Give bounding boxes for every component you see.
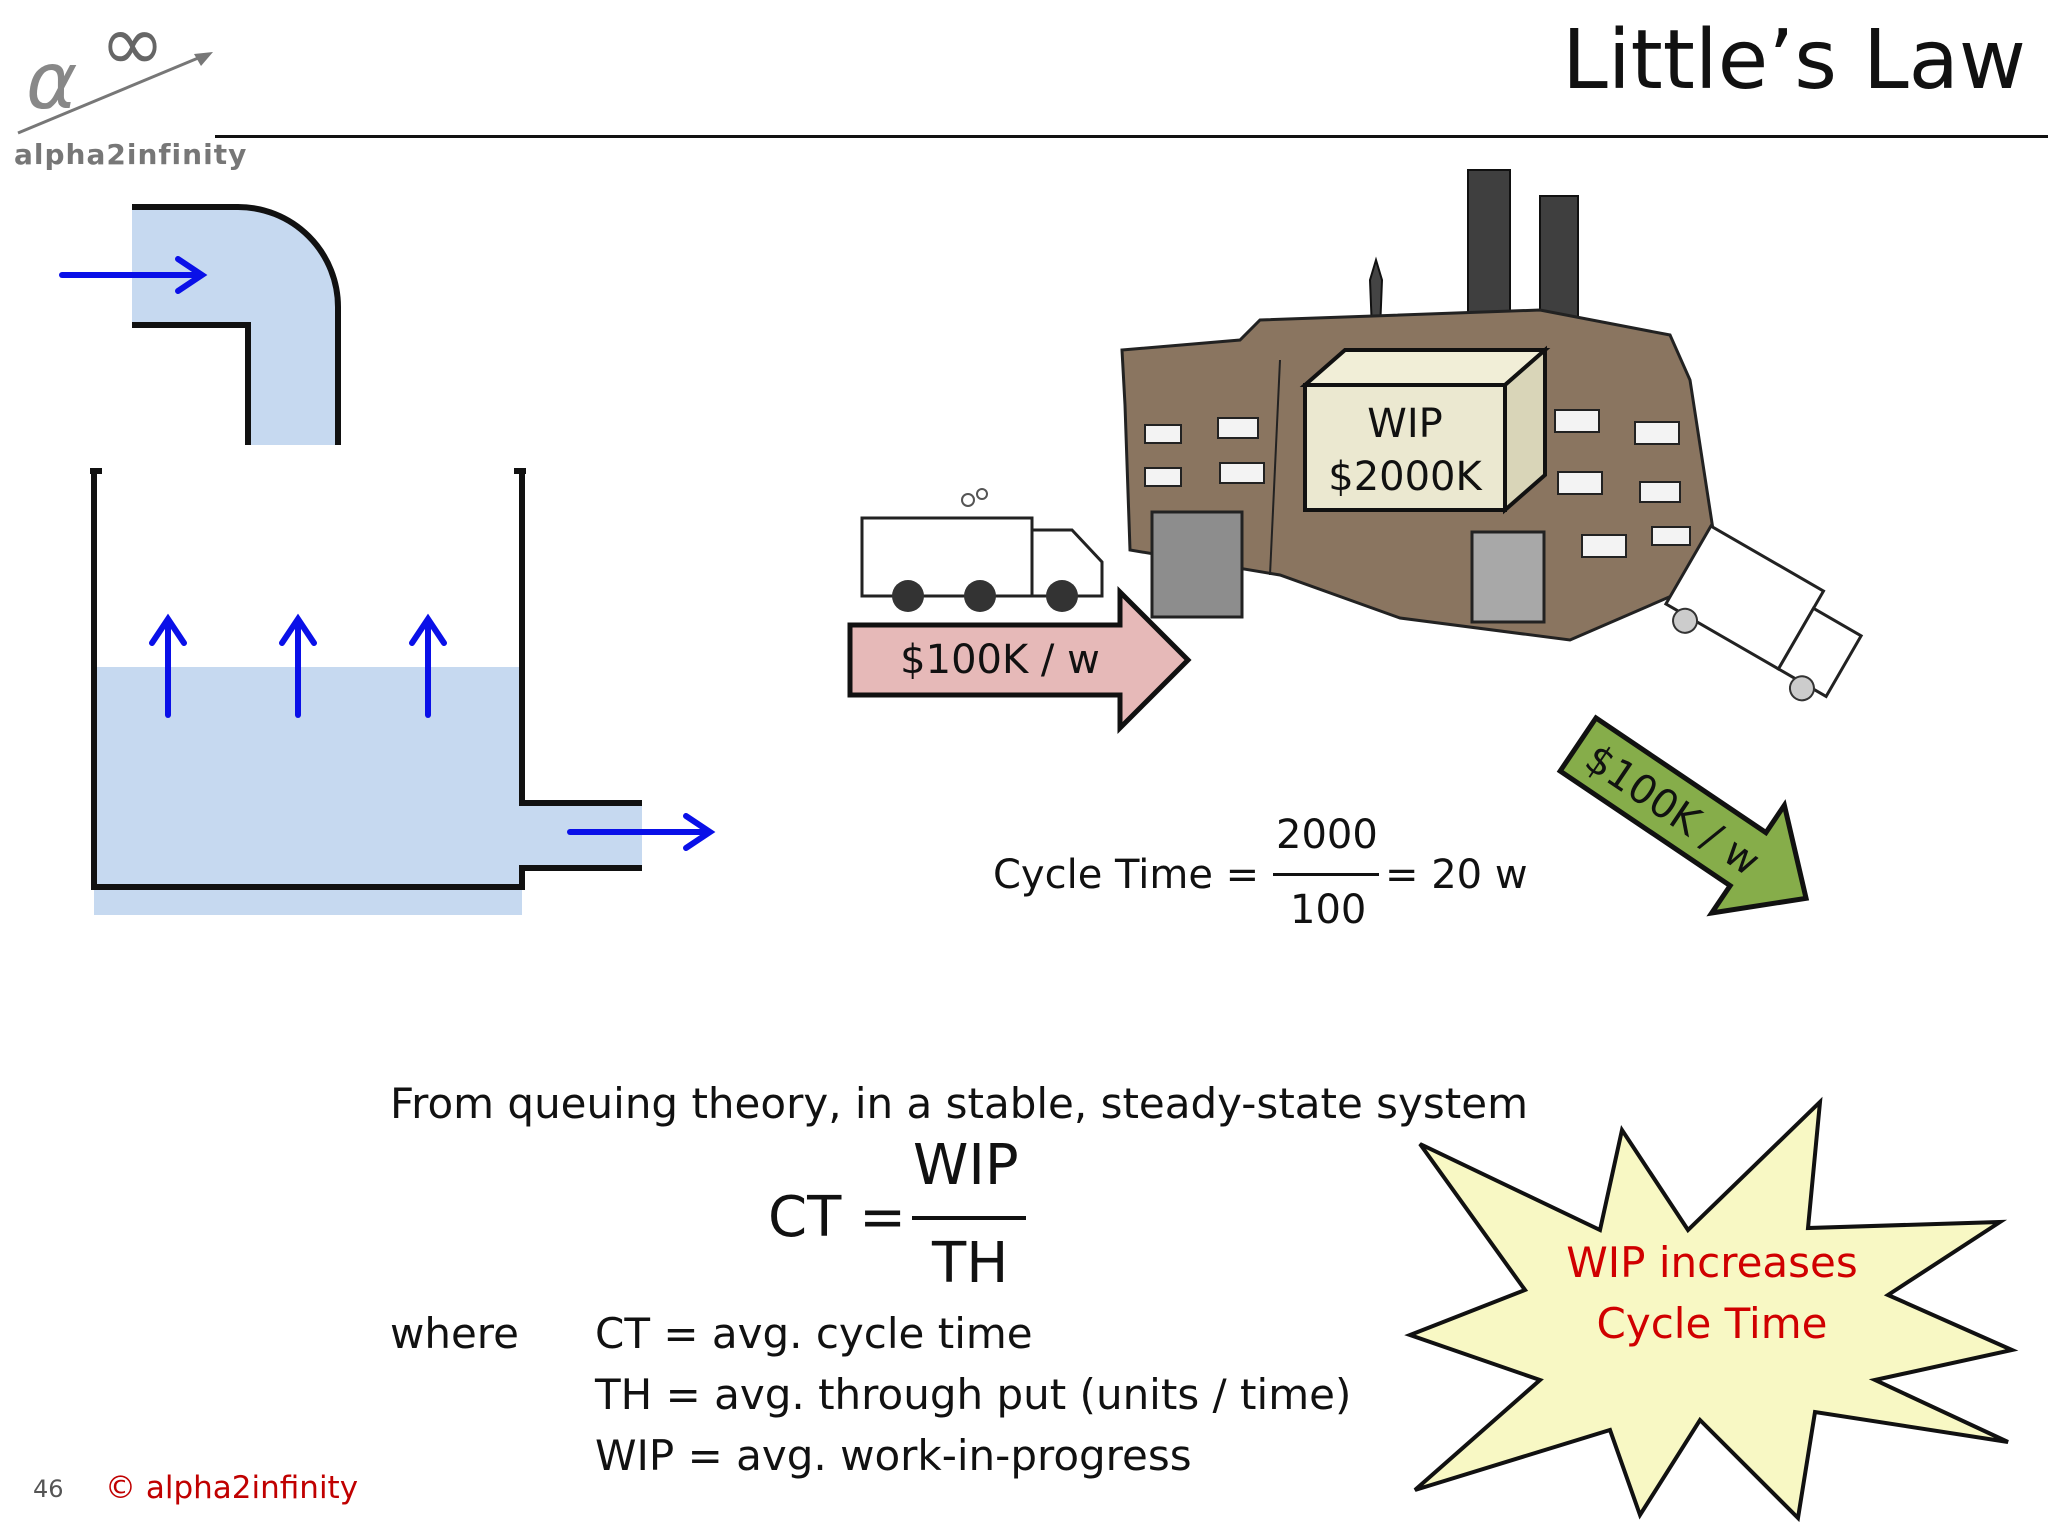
cycle-time-denominator: 100 <box>1290 887 1367 933</box>
formula-lhs: CT = <box>768 1185 907 1250</box>
window <box>1554 409 1600 433</box>
callout-line-1: WIP increases <box>1566 1238 1858 1287</box>
wip-box-label: WIP <box>1367 401 1442 447</box>
window <box>1634 421 1680 445</box>
truck-wheel <box>1788 675 1815 702</box>
truck-wheel <box>964 580 996 612</box>
rise-arrow-1-head <box>149 613 187 646</box>
logo-mark: α ∞ <box>17 8 213 135</box>
theory-intro: From queuing theory, in a stable, steady… <box>390 1079 1529 1128</box>
inbound-truck <box>860 488 1104 612</box>
definition-ct: CT = avg. cycle time <box>595 1309 1033 1358</box>
formula-numerator: WIP <box>913 1133 1019 1198</box>
window <box>1557 471 1603 495</box>
truck-cab <box>1030 528 1104 598</box>
inlet-pipe-outer-wall <box>132 204 341 445</box>
logo-arrow-line <box>17 54 204 135</box>
window <box>1219 462 1265 484</box>
inflow-rate-arrow <box>847 585 1192 735</box>
formula-denominator: TH <box>932 1231 1009 1296</box>
cycle-time-lhs: Cycle Time = <box>993 852 1260 898</box>
copyright-notice: © alpha2infinity <box>105 1470 359 1506</box>
slide-title: Little’s Law <box>1562 13 2026 108</box>
outbound-truck <box>1663 523 1864 702</box>
logo-text: alpha2infinity <box>14 138 248 171</box>
cycle-time-numerator: 2000 <box>1276 812 1378 858</box>
definition-wip: WIP = avg. work-in-progress <box>595 1431 1192 1480</box>
tank-water <box>94 667 522 915</box>
where-label: where <box>390 1309 519 1358</box>
wip-box-front <box>1303 383 1507 512</box>
title-rule <box>215 135 2048 138</box>
outflow-rate-arrow <box>1556 714 1810 917</box>
tank-wall-right <box>519 471 642 806</box>
inflow-arrow-head <box>175 256 208 294</box>
formula-fraction-bar <box>912 1216 1026 1220</box>
definition-th: TH = avg. through put (units / time) <box>595 1370 1352 1419</box>
alpha-glyph: α <box>26 37 77 127</box>
cycle-time-fraction-bar <box>1273 873 1379 876</box>
window <box>1639 481 1681 503</box>
outflow-arrow-head <box>683 813 716 851</box>
callout-line-2: Cycle Time <box>1597 1299 1828 1348</box>
truck-wheel <box>892 580 924 612</box>
exhaust-puff <box>976 488 988 500</box>
rise-arrow-3-head <box>409 613 447 646</box>
garage-door <box>1150 510 1244 619</box>
inlet-pipe-water <box>132 207 338 445</box>
rise-arrow-2-head <box>279 613 317 646</box>
callout-starburst: WIP increases Cycle Time <box>1404 1096 2019 1523</box>
outlet-pipe-water <box>522 803 642 868</box>
truck-wheel <box>1672 607 1699 634</box>
window <box>1581 534 1627 558</box>
window <box>1144 467 1182 487</box>
outflow-rate-label: $100K / w <box>1577 736 1768 886</box>
window <box>1144 424 1182 444</box>
truck-cargo <box>860 516 1034 598</box>
window <box>1651 526 1691 546</box>
factory-scene: WIP $2000K $100K / w $100K / w <box>847 169 1864 917</box>
truck-wheel <box>1046 580 1078 612</box>
factory-door <box>1470 530 1546 624</box>
wip-box-value: $2000K <box>1328 454 1483 500</box>
exhaust-puff <box>961 493 975 507</box>
inlet-pipe-inner-wall <box>132 322 251 445</box>
cycle-time-result: = 20 w <box>1385 852 1528 898</box>
tank-diagram <box>59 204 716 915</box>
window <box>1217 417 1259 439</box>
logo-arrow-head <box>194 52 213 66</box>
page-number: 46 <box>33 1475 64 1503</box>
tank-wall-left-bottom <box>91 471 642 890</box>
factory-corner-edge <box>1269 359 1281 576</box>
callout-shape <box>1404 1096 2019 1523</box>
inflow-rate-label: $100K / w <box>900 637 1100 683</box>
